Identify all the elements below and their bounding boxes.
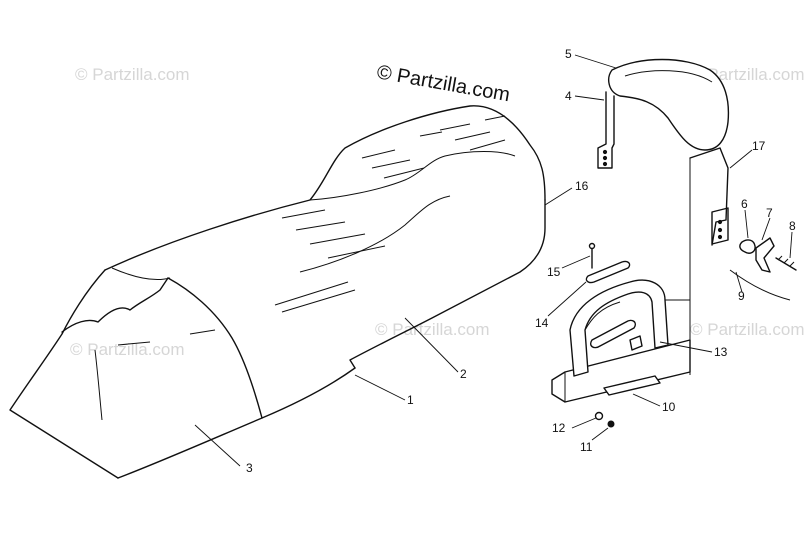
rack-handle-loop <box>569 279 669 377</box>
callout-12: 12 <box>552 421 566 435</box>
watermarks: © Partzilla.com © Partzilla.com © Partzi… <box>70 65 805 359</box>
watermark-mid-right: © Partzilla.com <box>690 320 805 339</box>
seat-crease-2 <box>117 341 151 346</box>
screw-thread <box>777 255 795 267</box>
leader-lines <box>194 54 793 467</box>
watermark-mid-left: © Partzilla.com <box>70 340 185 359</box>
seat-mid-contour <box>299 195 451 273</box>
brand-label: © Partzilla.com <box>375 61 512 106</box>
callout-numbers: 1 2 3 4 5 6 7 8 9 10 11 12 13 14 15 16 1… <box>246 47 796 475</box>
callout-5: 5 <box>565 47 572 61</box>
watermark-top-left: © Partzilla.com <box>75 65 190 84</box>
backrest-assembly <box>551 58 797 428</box>
backrest-upright <box>689 147 729 246</box>
seat-assembly <box>9 105 546 479</box>
group-bracket-9 <box>729 269 791 301</box>
seat-ridge-line <box>111 267 171 281</box>
alignment-line-left <box>665 158 691 301</box>
callout-1: 1 <box>407 393 414 407</box>
seat-crease-1 <box>94 349 103 421</box>
knob <box>755 237 775 273</box>
rack-bracket <box>629 335 643 351</box>
callout-3: 3 <box>246 461 253 475</box>
callout-9: 9 <box>738 289 745 303</box>
callout-14: 14 <box>535 316 549 330</box>
callout-10: 10 <box>662 400 676 414</box>
callout-8: 8 <box>789 219 796 233</box>
callout-6: 6 <box>741 197 748 211</box>
seat-top-outline <box>104 105 546 271</box>
seat-stitch-lines <box>274 115 506 313</box>
rack-grip <box>590 319 636 349</box>
callout-4: 4 <box>565 89 572 103</box>
callout-11: 11 <box>580 440 593 454</box>
backrest-pad <box>608 58 730 151</box>
watermark-mid-center: © Partzilla.com <box>375 320 490 339</box>
backrest-pad-seam <box>624 70 713 83</box>
seat-cover-side <box>167 277 263 419</box>
screw <box>775 257 797 271</box>
seat-front-nose <box>9 269 119 479</box>
callout-15: 15 <box>547 265 561 279</box>
nut <box>607 420 615 428</box>
rack-strip <box>603 375 661 396</box>
seat-bottom-edge <box>117 367 356 479</box>
washer <box>594 411 604 421</box>
callout-13: 13 <box>714 345 728 359</box>
seat-hump-contour <box>309 151 516 201</box>
rack-bar <box>585 260 631 284</box>
callout-17: 17 <box>752 139 766 153</box>
callout-7: 7 <box>766 206 773 220</box>
bushing <box>739 239 756 254</box>
callout-16: 16 <box>575 179 589 193</box>
backrest-strap <box>597 91 615 169</box>
seat-crease-3 <box>189 329 216 335</box>
seat-cover-torn-edge <box>61 277 169 333</box>
seat-rear-end <box>349 199 546 369</box>
rack-loop-inner <box>584 301 621 331</box>
callout-2: 2 <box>460 367 467 381</box>
backrest-side-bracket <box>711 207 729 245</box>
